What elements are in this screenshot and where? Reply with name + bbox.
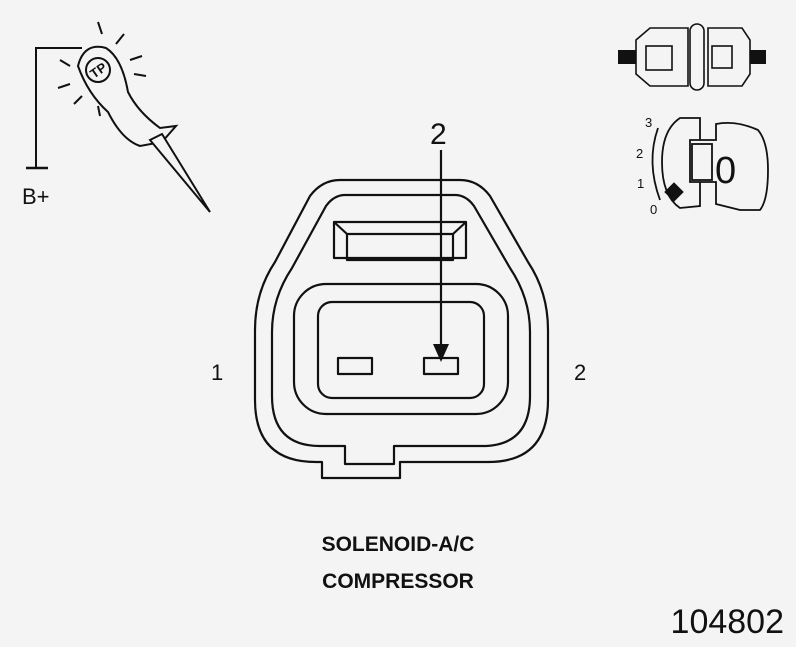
ignition-key-icon (651, 117, 769, 211)
terminal-cavity-outer (292, 282, 510, 416)
callout-arrow (433, 150, 449, 362)
test-light-tip (148, 132, 211, 213)
key-position-1: 1 (637, 176, 645, 191)
key-position-3: 3 (645, 115, 653, 130)
pin-1-label: 1 (211, 360, 224, 385)
caption-line-1: SOLENOID-A/C (321, 533, 475, 556)
glow-rays-icon (57, 21, 147, 117)
callout-label: 2 (430, 118, 447, 151)
test-light-icon (26, 21, 211, 213)
caption-line-2: COMPRESSOR (322, 570, 474, 593)
pin-2-label: 2 (574, 360, 587, 385)
connector-inner-outline (270, 193, 532, 466)
key-position-0: 0 (650, 202, 658, 217)
connector-unplugged-icon (618, 23, 766, 91)
connector-latch (332, 220, 468, 262)
key-position-2: 2 (636, 146, 644, 161)
terminal-cavity-inner (316, 300, 486, 400)
test-light-lead (35, 47, 82, 168)
connector-outer-body (253, 178, 550, 480)
battery-positive-label: B+ (22, 184, 50, 209)
terminal-pin-1 (336, 356, 374, 376)
figure-number: 104802 (670, 603, 784, 641)
key-current-position: 0 (715, 150, 737, 192)
